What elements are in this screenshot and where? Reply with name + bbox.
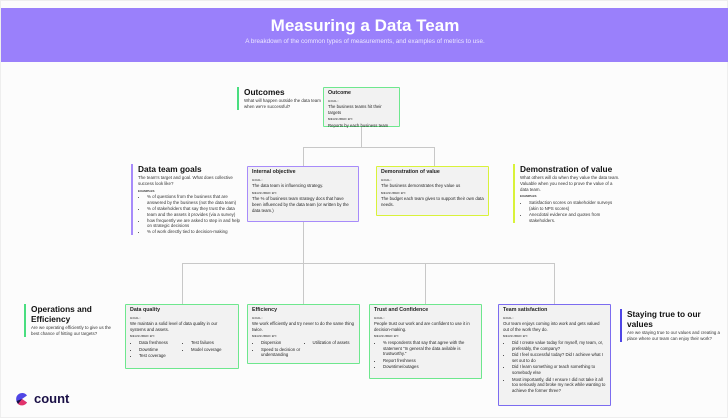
connector [361,127,362,147]
count-logo: count [15,391,69,406]
examples-label: EXAMPLES [138,188,155,193]
connector [303,263,304,304]
connector [554,263,555,304]
section-desc: What will happen outside the data team w… [244,98,321,109]
card-trust[interactable]: Trust and Confidence GOAL: People trust … [369,304,482,379]
list-item: Downtime/outages [383,364,477,370]
goal-label: GOAL: [130,315,141,320]
connector [434,147,435,166]
list-item: Test coverage [139,353,182,359]
list-item: % of stakeholders that say they trust th… [147,206,243,218]
card-title: Outcome [328,90,351,96]
list-item: Did I feel successful today? Did I achie… [512,352,606,363]
section-title: Staying true to our values [627,309,701,329]
measured-label: MEASURED BY: [374,334,400,339]
card-goal: Our team enjoys coming into work and get… [503,321,600,332]
goal-label: GOAL: [252,315,263,320]
list-item: Anecdotal evidence and quotes from stake… [529,212,621,224]
goal-label: GOAL: [374,315,385,320]
section-desc: What others will do when they value the … [520,175,620,192]
list-item: Model coverage [191,347,234,353]
section-values: Staying true to our values Are we stayin… [620,309,724,342]
card-goal: The data team is influencing strategy. [252,183,324,189]
section-value: Demonstration of value What others will … [513,164,621,224]
card-data-quality[interactable]: Data quality GOAL: We maintain a solid l… [125,304,239,369]
card-goal: We work efficiently and try never to do … [252,321,355,332]
card-title: Team satisfaction [503,307,548,313]
goal-label: GOAL: [252,177,263,182]
section-ops: Operations and Efficiency Are we operati… [24,304,116,337]
card-team-satisfaction[interactable]: Team satisfaction GOAL: Our team enjoys … [498,304,611,406]
list-item: Most importantly, did I ensure I did not… [512,377,606,394]
list-item: Data freshness [139,340,182,346]
measured-label: MEASURED BY: [503,334,529,339]
connector [303,221,304,263]
section-title: Demonstration of value [520,164,613,174]
page-subtitle: A breakdown of the common types of measu… [245,38,485,45]
card-demonstration[interactable]: Demonstration of value GOAL: The busines… [376,166,489,216]
card-measured: The % of business team strategy docs tha… [252,196,349,213]
card-measured: The budget each team gives to support th… [381,196,484,207]
connector [303,147,304,166]
list-item: Report freshness [383,358,477,364]
connector [303,147,434,148]
section-title: Outcomes [244,87,285,97]
card-efficiency[interactable]: Efficiency GOAL: We work efficiently and… [247,304,360,364]
section-desc: Are we operating efficiently to give us … [31,325,111,336]
goal-label: GOAL: [381,177,392,182]
measured-label: MEASURED BY: [328,117,354,122]
section-desc: Are we staying true to our values and cr… [627,330,720,341]
list-item: Dispersion [261,340,304,346]
measured-label: MEASURED BY: [252,334,278,339]
section-outcomes: Outcomes What will happen outside the da… [237,87,323,110]
measured-label: MEASURED BY: [130,334,156,339]
card-title: Trust and Confidence [374,307,429,313]
connector [182,263,555,264]
list-item: Speed to decision or understanding [261,347,304,358]
list-item: Did I learn something or teach something… [512,364,606,375]
card-internal-objective[interactable]: Internal objective GOAL: The data team i… [247,166,359,222]
list-item: Downtime [139,347,182,353]
section-desc: The team's target and goal. What does co… [138,175,233,186]
brand-name: count [34,391,70,406]
connector [182,263,183,304]
section-title: Operations and Efficiency [31,304,92,324]
goal-label: GOAL: [503,315,514,320]
list-item: % respondents that say that agree with t… [383,340,477,357]
list-item: Utilization of assets [313,340,356,346]
measured-label: MEASURED BY: [381,190,407,195]
card-goal: People trust our work and are confident … [374,321,470,332]
header-banner: Measuring a Data Team A breakdown of the… [1,8,728,62]
list-item: % of questions from the business that ar… [147,194,243,206]
connector [425,263,426,304]
examples-label: EXAMPLES [520,194,537,199]
card-goal: The business demonstrates they value us [381,183,461,189]
list-item: how frequently we are asked to step in a… [147,218,243,230]
page-title: Measuring a Data Team [270,16,460,35]
card-goal: We maintain a solid level of data qualit… [130,321,218,332]
section-goals: Data team goals The team's target and go… [131,164,243,235]
goal-label: GOAL: [328,98,339,103]
count-logo-icon [16,392,27,405]
card-title: Data quality [130,307,161,313]
list-item: Test failures [191,340,234,346]
card-title: Efficiency [252,307,278,313]
card-measured: Reports by each business team [328,122,389,128]
list-item: % of work directly tied to decision-maki… [147,229,243,235]
list-item: Did I create value today for myself, my … [512,340,606,351]
section-title: Data team goals [138,164,202,174]
measured-label: MEASURED BY: [252,190,278,195]
card-goal: The business teams hit their targets [328,104,382,115]
card-title: Internal objective [252,169,296,175]
card-outcome[interactable]: Outcome GOAL: The business teams hit the… [323,87,400,128]
card-title: Demonstration of value [381,169,440,175]
list-item: Satisfaction scores on stakeholder surve… [529,200,621,212]
